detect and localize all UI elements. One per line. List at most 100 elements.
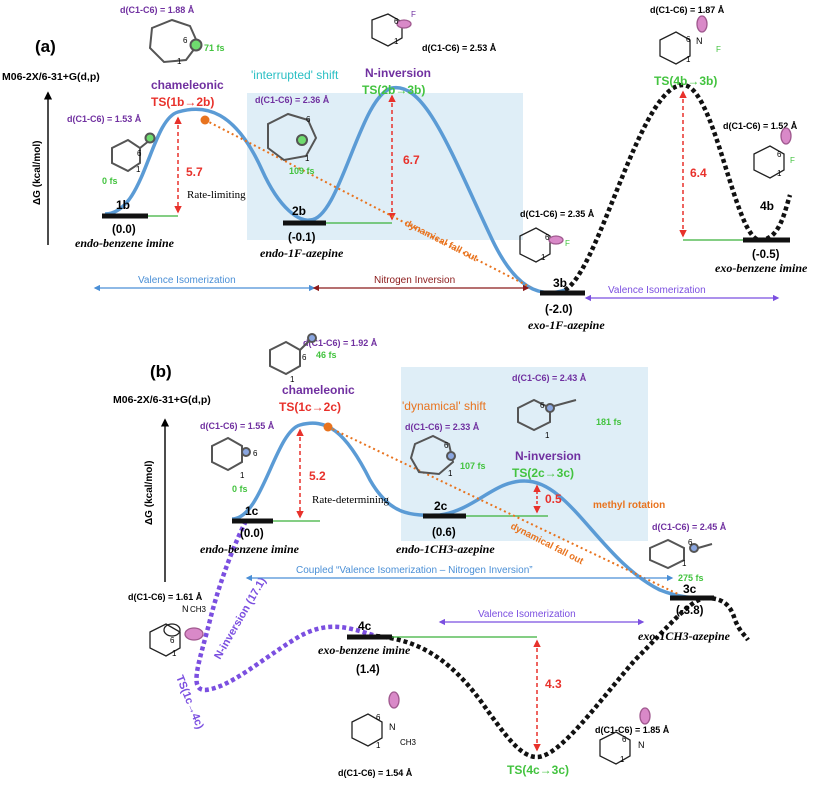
y-axis-label: ΔG (kcal/mol)	[144, 461, 155, 525]
shade-region-b	[401, 367, 648, 541]
species-energy-2b: (-0.1)	[288, 232, 316, 244]
species-time-1c: 0 fs	[232, 484, 248, 494]
ts-d-1c2c: d(C1-C6) = 1.92 Å	[303, 338, 378, 348]
ts-tag-2b: N-inversion	[365, 66, 431, 80]
fallout-line-b	[327, 426, 681, 596]
barrier-value-4c: 4.3	[545, 677, 562, 691]
molecule-ts-4c3c: 6 N 1	[599, 707, 651, 765]
svg-text:CH3: CH3	[400, 738, 417, 747]
barrier-value-1c: 5.2	[309, 469, 326, 483]
species-d-3b: d(C1-C6) = 2.35 Å	[520, 209, 595, 219]
species-name-1c: endo-benzene imine	[200, 542, 300, 556]
svg-text:6: 6	[622, 735, 627, 744]
species-id-1b: 1b	[116, 198, 130, 212]
fallout-line-a	[204, 119, 531, 288]
species-name-3c: exo-1CH3-azepine	[638, 629, 731, 643]
species-id-4c: 4c	[358, 619, 372, 633]
molecule-ts-4b3b: 6 N F 1	[659, 15, 721, 65]
methyl-rotation-label: methyl rotation	[593, 500, 665, 511]
species-d-2c: d(C1-C6) = 2.33 Å	[405, 422, 480, 432]
svg-text:1: 1	[620, 755, 625, 764]
species-name-3b: exo-1F-azepine	[528, 318, 605, 332]
species-name-4c: exo-benzene imine	[318, 643, 411, 657]
ts-name-4b3b: TS(4b→3b)	[654, 74, 717, 88]
svg-text:1: 1	[682, 559, 687, 568]
svg-text:1: 1	[777, 169, 782, 178]
svg-text:6: 6	[688, 538, 693, 547]
species-time-1b: 0 fs	[102, 176, 118, 186]
svg-text:6: 6	[253, 449, 258, 458]
energy-curve-a-dashed	[563, 82, 793, 292]
svg-text:6: 6	[444, 441, 449, 450]
species-name-2c: endo-1CH3-azepine	[396, 542, 495, 556]
ts-name-1c2c: TS(1c→2c)	[279, 400, 341, 414]
barrier-value-4b: 6.4	[690, 166, 707, 180]
process-label-valence-b: Valence Isomerization	[478, 609, 576, 620]
svg-text:N: N	[638, 740, 645, 750]
ts-d-2c3c: d(C1-C6) = 2.43 Å	[512, 373, 587, 383]
species-energy-1b: (0.0)	[112, 224, 136, 236]
svg-text:1: 1	[136, 165, 141, 174]
molecule-ts-1c2c: 6 1	[269, 333, 317, 384]
method-label: M06-2X/6-31+G(d,p)	[2, 71, 100, 83]
svg-text:N: N	[696, 36, 703, 46]
molecule-4b: 6 F 1	[753, 127, 795, 179]
svg-text:1: 1	[172, 649, 177, 658]
species-time-3c: 275 fs	[678, 573, 704, 583]
species-time-2c: 107 fs	[460, 461, 486, 471]
svg-text:1: 1	[686, 55, 691, 64]
svg-text:F: F	[565, 239, 570, 248]
molecule-2b: 6 1	[267, 112, 318, 163]
species-name-1b: endo-benzene imine	[75, 236, 175, 250]
svg-text:6: 6	[376, 713, 381, 722]
svg-text:1: 1	[240, 471, 245, 480]
species-d-3c: d(C1-C6) = 2.45 Å	[652, 522, 727, 532]
ts-time-2c3c: 181 fs	[596, 417, 622, 427]
panel-a: (a) M06-2X/6-31+G(d,p) ΔG (kcal/mol) dyn…	[2, 5, 808, 332]
species-energy-4c: (1.4)	[356, 664, 380, 676]
species-id-3c: 3c	[683, 582, 697, 596]
ts-d-1c4c: d(C1-C6) = 1.61 Å	[128, 592, 203, 602]
species-id-2b: 2b	[292, 204, 306, 218]
panel-b: (b) M06-2X/6-31+G(d,p) ΔG (kcal/mol) dyn…	[113, 333, 750, 778]
svg-text:6: 6	[777, 150, 782, 159]
molecule-ts-1c4c: N CH3 6 1	[149, 604, 207, 658]
species-d-1c: d(C1-C6) = 1.55 Å	[200, 421, 275, 431]
species-energy-3c: (-3.8)	[676, 605, 704, 617]
energy-curve-a	[104, 86, 566, 295]
svg-text:F: F	[716, 45, 721, 54]
ts-name-4c3c: TS(4c→3c)	[507, 763, 569, 777]
ts-name-1c4c: TS(1c→4c)	[173, 674, 206, 732]
rate-note-a: Rate-limiting	[187, 189, 246, 201]
svg-text:1: 1	[541, 253, 546, 262]
svg-text:6: 6	[170, 636, 175, 645]
svg-text:F: F	[411, 10, 416, 19]
svg-text:6: 6	[540, 401, 545, 410]
energy-curve-b-purple	[194, 519, 377, 693]
svg-text:6: 6	[394, 17, 399, 26]
process-label-valence-a2: Valence Isomerization	[608, 285, 706, 296]
svg-text:1: 1	[305, 154, 310, 163]
ts-name-2b3b: TS(2b→3b)	[362, 83, 425, 97]
species-d-4c: d(C1-C6) = 1.54 Å	[338, 768, 413, 778]
y-axis-label: ΔG (kcal/mol)	[32, 141, 43, 205]
shift-label-a: 'interrupted' shift	[251, 68, 339, 82]
species-name-4b: exo-benzene imine	[715, 261, 808, 275]
species-id-2c: 2c	[434, 499, 448, 513]
species-time-2b: 109 fs	[289, 166, 315, 176]
panel-label: (a)	[35, 37, 56, 56]
svg-text:6: 6	[137, 149, 142, 158]
svg-text:6: 6	[183, 36, 188, 45]
shift-label-b: 'dynamical' shift	[402, 399, 487, 413]
molecule-1b: 6 1	[111, 132, 156, 174]
svg-text:6: 6	[686, 35, 691, 44]
molecule-ts-2b3b: 6 F 1	[371, 10, 416, 47]
barrier-value-2c: 0.5	[545, 492, 562, 506]
species-energy-1c: (0.0)	[240, 528, 264, 540]
species-id-1c: 1c	[245, 504, 259, 518]
molecule-1c: 6 1	[211, 436, 258, 480]
svg-text:6: 6	[306, 115, 311, 124]
molecule-4c: 6 N CH3 1	[351, 691, 417, 750]
svg-text:1: 1	[177, 57, 182, 66]
